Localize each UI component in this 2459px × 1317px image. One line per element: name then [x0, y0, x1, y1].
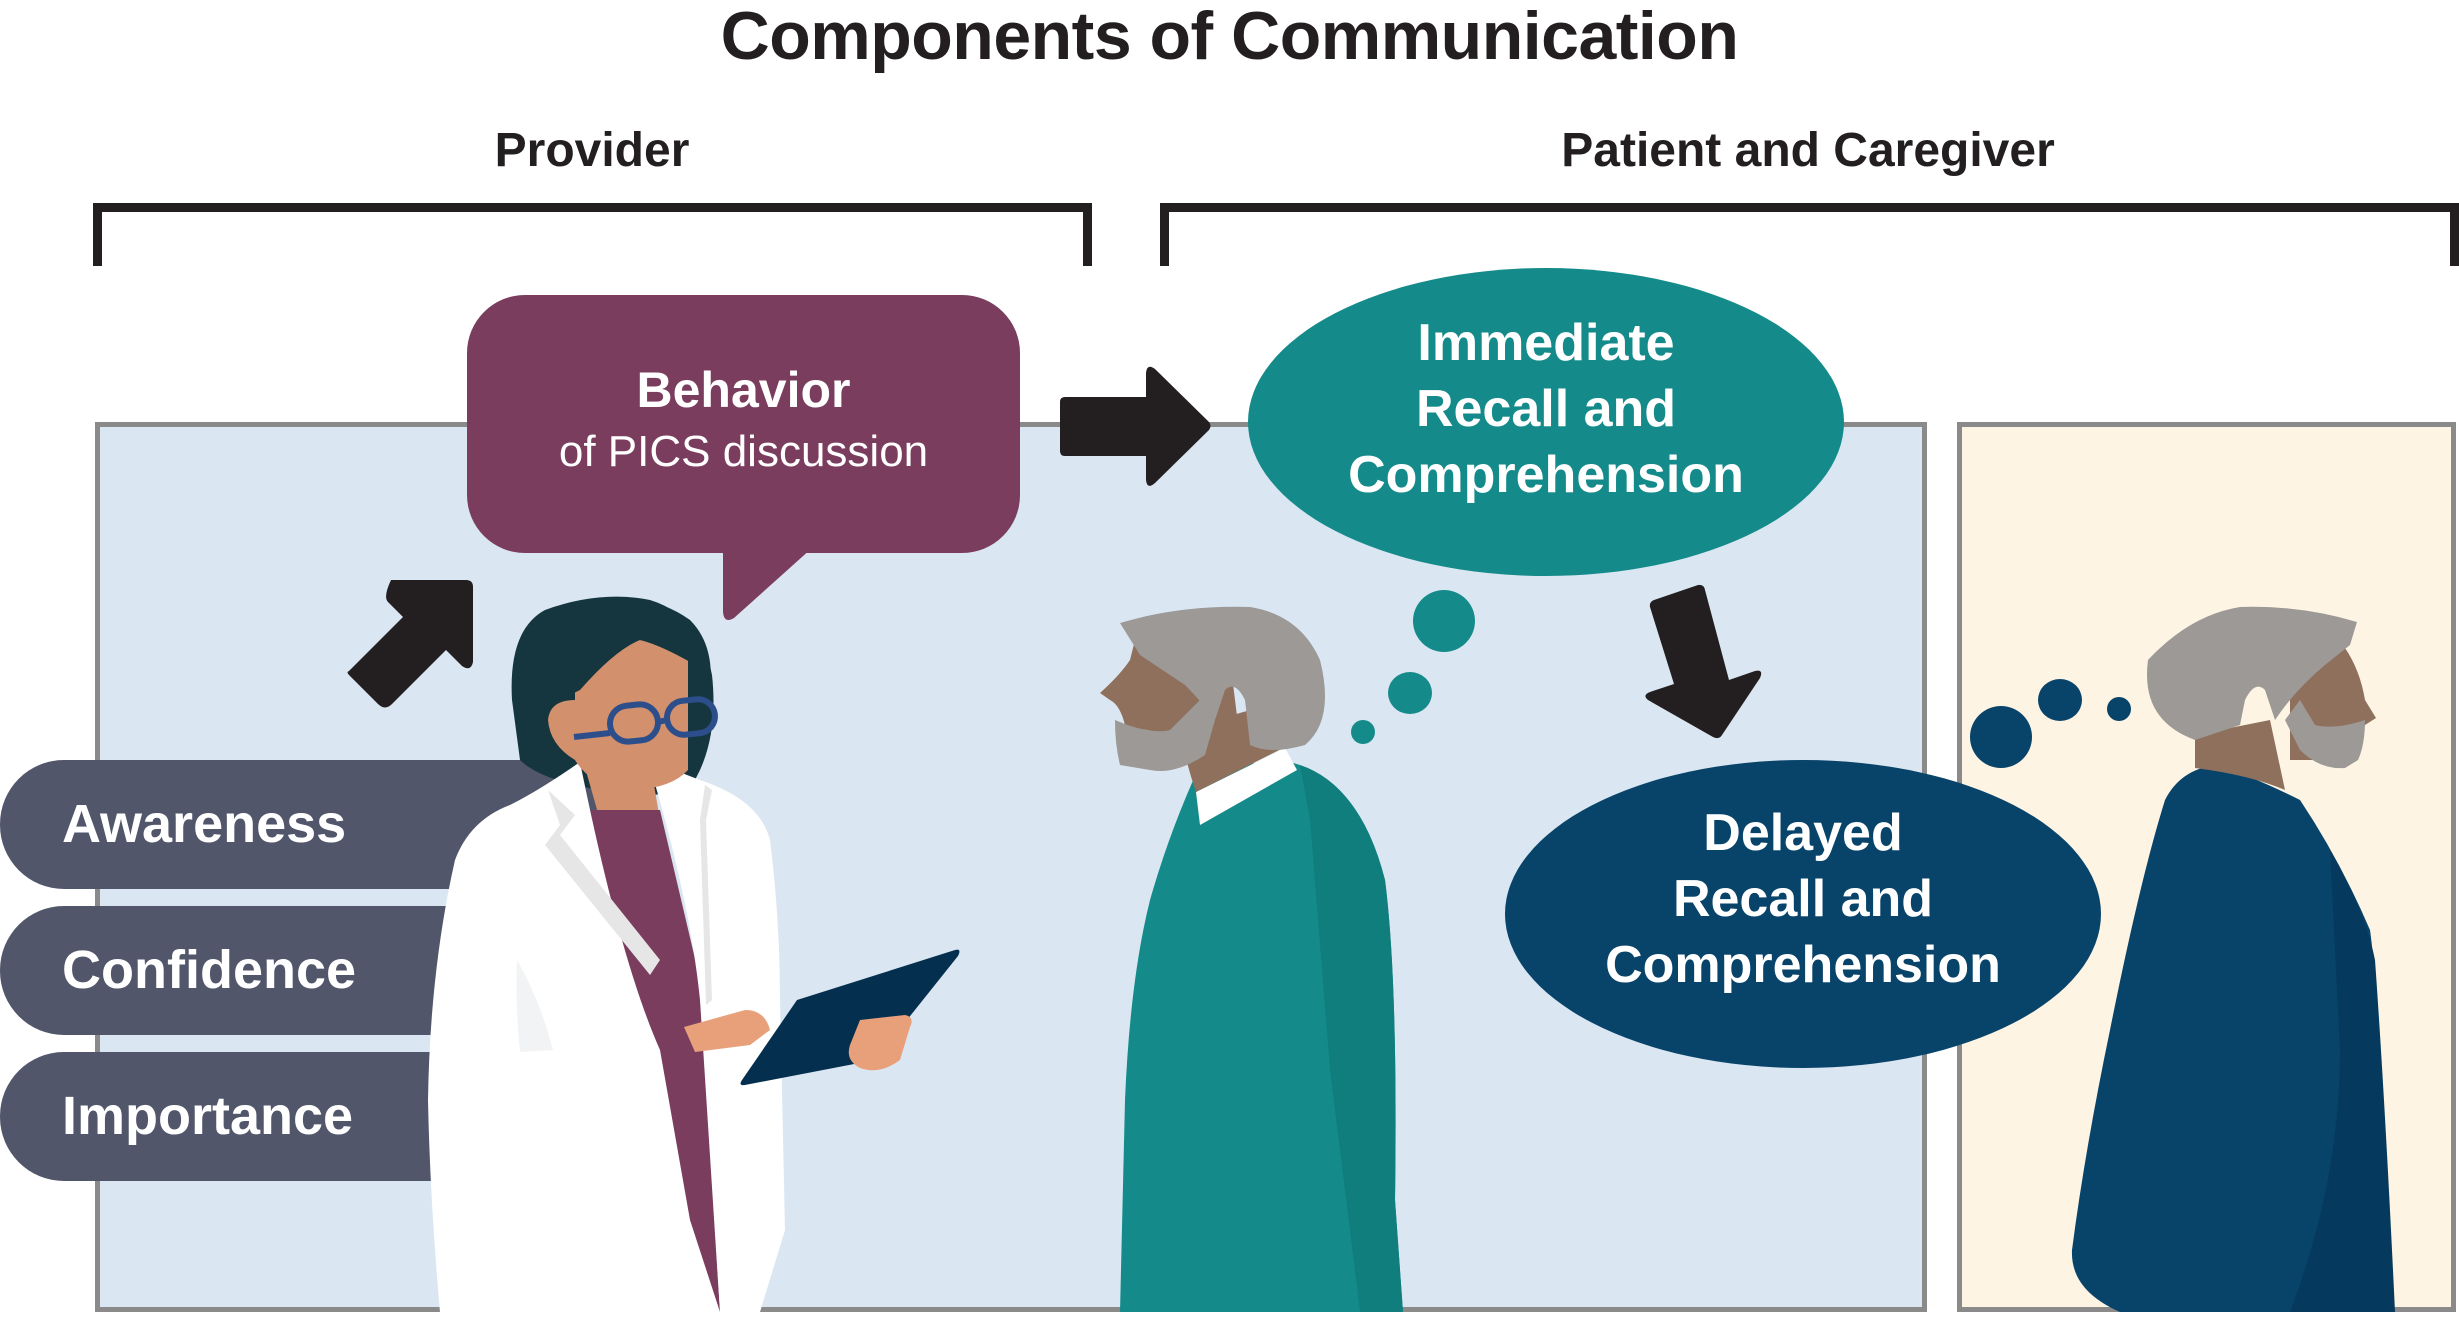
delayed-line-3: Comprehension: [1605, 936, 2001, 994]
arrow-up-right-icon: [347, 580, 473, 708]
factor-label-importance: Importance: [62, 1086, 354, 1146]
arrow-right-icon: [1060, 366, 1211, 486]
immediate-recall-text: Immediate Recall and Comprehension: [1248, 310, 1844, 508]
thought-dots-delayed: [1970, 679, 2131, 768]
delayed-line-1: Delayed: [1703, 804, 1903, 862]
behavior-speech-bubble: [467, 295, 1020, 620]
provider-section-label: Provider: [494, 124, 690, 177]
delayed-recall-ellipse: [1505, 760, 2101, 1068]
immediate-recall-ellipse: [1248, 268, 1844, 576]
diagram-title: Components of Communication: [720, 0, 1739, 74]
immediate-line-3: Comprehension: [1348, 446, 1744, 504]
provider-figure: [428, 596, 960, 1312]
patient-figure-clinic: [1100, 606, 1403, 1312]
immediate-line-2: Recall and: [1415, 380, 1677, 438]
factor-label-awareness: Awareness: [62, 794, 347, 854]
immediate-line-1: Immediate: [1417, 314, 1675, 372]
patient-figure-home: [2071, 606, 2395, 1312]
patient-bracket: [1160, 203, 2459, 266]
factor-label-confidence: Confidence: [62, 940, 357, 1000]
delayed-recall-text: Delayed Recall and Comprehension: [1505, 800, 2101, 998]
patient-section-label: Patient and Caregiver: [1561, 124, 2055, 177]
thought-dots-immediate: [1351, 590, 1475, 744]
behavior-heading: Behavior: [636, 362, 851, 418]
delayed-line-2: Recall and: [1672, 870, 1934, 928]
provider-bracket: [93, 203, 1092, 266]
behavior-subheading: of PICS discussion: [558, 427, 929, 476]
arrow-down-icon: [1645, 584, 1762, 739]
